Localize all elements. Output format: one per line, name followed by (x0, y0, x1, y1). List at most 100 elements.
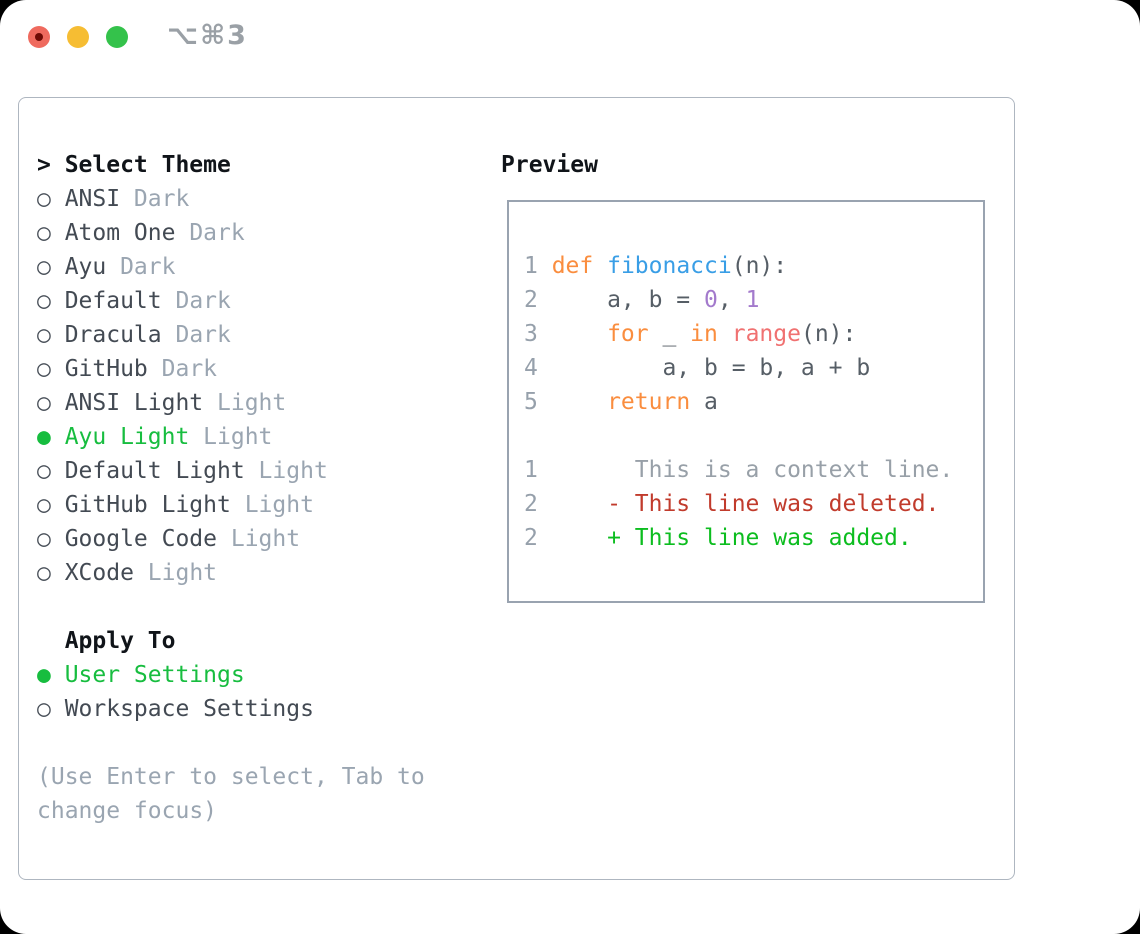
theme-option-label: Default Light (64, 458, 245, 484)
unsaved-changes-dot-icon (35, 33, 43, 41)
theme-option-github[interactable]: ○ GitHub Dark (37, 352, 487, 386)
theme-options-list: ○ ANSI Dark ○ Atom One Dark ○ Ayu Dark ○ Defaul… (37, 182, 487, 590)
theme-option-atom-one[interactable]: ○ Atom One Dark (37, 216, 487, 250)
theme-option-label: Atom One (64, 220, 176, 246)
line-number: 3 (524, 321, 538, 347)
theme-variant-tag: Light (217, 526, 301, 552)
radio-selected-icon: ● (37, 424, 51, 450)
preview-code-line: 1 This is a context line. (524, 453, 983, 487)
code-text: + This line was added. (551, 525, 912, 551)
radio-unselected-icon: ○ (37, 186, 51, 212)
line-number: 4 (524, 355, 538, 381)
apply-option-workspace-settings[interactable]: ○Workspace Settings (37, 692, 487, 726)
select-theme-header: > Select Theme (37, 148, 487, 182)
theme-option-label: Ayu Light (64, 424, 190, 450)
code-text: - This line was deleted. (551, 491, 940, 517)
theme-variant-tag: Dark (147, 356, 218, 382)
line-number: 5 (524, 389, 538, 415)
line-number (524, 419, 552, 453)
theme-option-label: GitHub Light (64, 492, 231, 518)
theme-option-label: Google Code (64, 526, 218, 552)
code-text: return a (607, 389, 718, 415)
preview-code-line: 3 for _ in range(n): (524, 317, 983, 351)
theme-option-dracula[interactable]: ○Dracula Dark (37, 318, 487, 352)
theme-option-label: GitHub (64, 356, 148, 382)
radio-unselected-icon: ○ (37, 492, 51, 518)
zoom-button-icon[interactable] (106, 26, 128, 48)
preview-code-line: 2 a, b = 0, 1 (524, 283, 983, 317)
theme-option-label: ANSI (64, 186, 121, 212)
line-number: 1 (524, 457, 538, 483)
preview-code-line: 2 - This line was deleted. (524, 487, 983, 521)
radio-unselected-icon: ○ (37, 458, 51, 484)
theme-option-google-code[interactable]: ○ Google Code Light (37, 522, 487, 556)
select-theme-title: Select Theme (64, 152, 231, 178)
radio-unselected-icon: ○ (37, 356, 51, 382)
apply-to-header: Apply To (37, 624, 487, 658)
theme-variant-tag: Light (203, 390, 287, 416)
theme-selector-panel: > Select Theme ○ ANSI Dark ○ Atom One Dark ○ A… (18, 97, 1015, 880)
preview-title: Preview (501, 152, 598, 178)
radio-selected-icon: ● (37, 662, 51, 688)
code-text: def fibonacci(n): (551, 253, 788, 279)
theme-option-label: XCode (64, 560, 134, 586)
line-number: 2 (524, 491, 538, 517)
code-text: for _ in range(n): (607, 321, 857, 347)
theme-variant-tag: Dark (106, 254, 176, 280)
theme-option-label: ANSI Light (64, 390, 204, 416)
theme-option-ansi-light[interactable]: ○ ANSI Light Light (37, 386, 487, 420)
theme-option-github-light[interactable]: ○ GitHub Light Light (37, 488, 487, 522)
theme-option-ansi[interactable]: ○ ANSI Dark (37, 182, 487, 216)
apply-option-user-settings[interactable]: ● User Settings (37, 658, 487, 692)
theme-option-label: Ayu (64, 254, 107, 280)
theme-option-default[interactable]: ○ Default Dark (37, 284, 487, 318)
line-number: 2 (524, 287, 538, 313)
apply-option-label: Workspace Settings (64, 696, 314, 722)
code-text: a, b = b, a + b (551, 355, 871, 381)
preview-code-line: 4 a, b = b, a + b (524, 351, 983, 385)
radio-unselected-icon: ○ (37, 254, 51, 280)
theme-option-label: Dracula (64, 322, 162, 348)
radio-unselected-icon: ○ (37, 560, 51, 586)
preview-code-line: 2 + This line was added. (524, 521, 983, 555)
hint-line: (Use Enter to select, Tab to (37, 764, 425, 790)
apply-to-title: Apply To (64, 628, 176, 654)
theme-option-ayu[interactable]: ○ Ayu Dark (37, 250, 487, 284)
theme-variant-tag: Light (244, 458, 328, 484)
line-number: 2 (524, 525, 538, 551)
theme-variant-tag: Dark (175, 220, 245, 246)
theme-variant-tag: Dark (161, 322, 231, 348)
theme-list-column: > Select Theme ○ ANSI Dark ○ Atom One Dark ○ A… (37, 148, 487, 828)
radio-unselected-icon: ○ (37, 526, 51, 552)
preview-code-line: 5 return a (524, 385, 983, 419)
radio-unselected-icon: ○ (37, 220, 51, 246)
code-text: a, b = 0, 1 (551, 287, 760, 313)
apply-option-label: User Settings (64, 662, 245, 688)
radio-unselected-icon: ○ (37, 390, 51, 416)
spacer-row (37, 590, 487, 624)
radio-unselected-icon: ○ (37, 288, 51, 314)
theme-option-xcode[interactable]: ○ XCode Light (37, 556, 487, 590)
apply-to-options-list: ● User Settings ○Workspace Settings (37, 658, 487, 726)
titlebar (28, 26, 128, 48)
theme-variant-tag: Dark (161, 288, 231, 314)
preview-code-line (524, 419, 983, 453)
theme-variant-tag: Light (133, 560, 218, 586)
hint-line: change focus) (37, 798, 218, 824)
prompt-caret-icon: > (37, 152, 51, 178)
theme-option-label: Default (64, 288, 162, 314)
theme-option-default-light[interactable]: ○ Default Light Light (37, 454, 487, 488)
theme-variant-tag: Light (189, 424, 273, 450)
minimize-button-icon[interactable] (67, 26, 89, 48)
code-text: This is a context line. (551, 457, 954, 483)
spacer-row (37, 726, 487, 760)
theme-variant-tag: Dark (120, 186, 190, 212)
theme-option-ayu-light[interactable]: ● Ayu Light Light (37, 420, 487, 454)
keyboard-shortcut-label: ⌥⌘3 (167, 20, 248, 51)
close-button-icon[interactable] (28, 26, 50, 48)
theme-variant-tag: Light (230, 492, 314, 518)
line-number: 1 (524, 253, 538, 279)
